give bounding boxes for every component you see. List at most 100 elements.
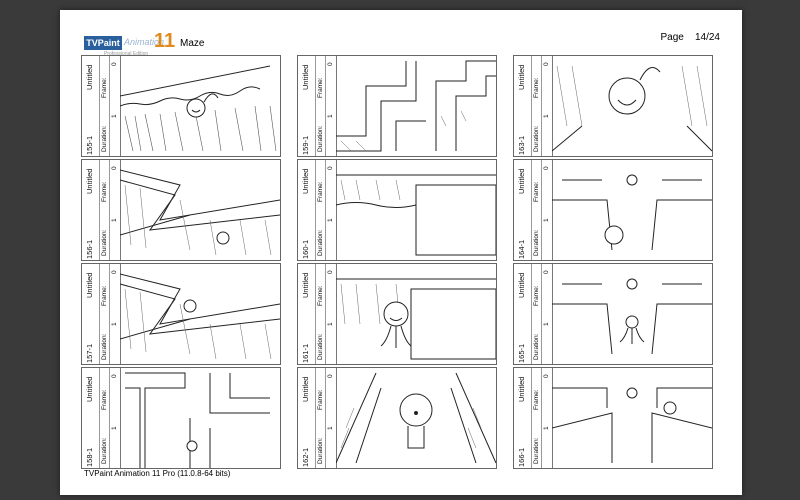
panel-drawing [552,264,712,364]
tvpaint-logo: TVPaint Animation 11 Professional Editio… [84,30,175,62]
panel-name: Untitled [301,272,310,298]
panel-drawing [336,56,496,156]
panel-info-strip: Untitled 166-1 Frame: Duration: 0 1 [514,368,553,468]
frame-label: Frame: [101,285,108,306]
frame-value: 0 [327,62,334,66]
panel-id: 166-1 [517,447,526,467]
storyboard-page: TVPaint Animation 11 Professional Editio… [60,10,742,495]
panel-drawing [120,264,280,364]
duration-value: 1 [327,426,334,430]
logo-product: Animation [124,37,165,47]
frame-value: 0 [111,374,118,378]
panel-id: 164-1 [517,239,526,259]
logo-brand: TVPaint [84,36,122,50]
duration-value: 1 [543,114,550,118]
logo-version: 11 [154,30,176,52]
panel-drawing [120,368,280,468]
duration-label: Duration: [101,333,108,360]
panel-id: 165-1 [517,343,526,363]
duration-label: Duration: [101,125,108,152]
storyboard-panel: Untitled 158-1 Frame: Duration: 0 1 [81,367,281,469]
duration-value: 1 [111,114,118,118]
frame-value: 0 [543,166,550,170]
page-label: Page [660,32,684,43]
duration-label: Duration: [101,229,108,256]
panel-drawing [120,160,280,260]
frame-value: 0 [111,62,118,66]
duration-label: Duration: [317,125,324,152]
panel-id: 158-1 [85,447,94,467]
panel-id: 162-1 [301,447,310,467]
duration-value: 1 [327,218,334,222]
panel-name: Untitled [517,64,526,90]
duration-value: 1 [111,426,118,430]
duration-label: Duration: [533,125,540,152]
frame-label: Frame: [101,389,108,410]
sketch-image [120,65,277,152]
page-value: 14/24 [694,32,720,43]
panel-drawing [552,56,712,156]
sketch-image [552,387,712,463]
sketch-image [552,174,712,251]
duration-value: 1 [111,322,118,326]
sketch-image [336,278,496,360]
panel-name: Untitled [85,168,94,194]
panel-id: 161-1 [301,343,310,363]
logo-edition: Professional Edition [104,51,149,57]
panel-name: Untitled [85,376,94,402]
frame-label: Frame: [533,389,540,410]
panel-drawing [552,368,712,468]
frame-label: Frame: [317,181,324,202]
project-title: Maze [180,38,205,49]
panel-drawing [336,264,496,364]
sketch-image [552,278,712,355]
page-number: Page 14/24 [660,32,720,43]
panel-id: 156-1 [85,239,94,259]
sketch-image [120,169,280,256]
sketch-image [336,372,496,464]
sketch-image [336,60,496,152]
panel-name: Untitled [301,64,310,90]
panel-name: Untitled [517,376,526,402]
frame-value: 0 [327,270,334,274]
frame-label: Frame: [317,389,324,410]
panel-id: 155-1 [85,135,94,155]
duration-label: Duration: [101,437,108,464]
sketch-image [120,273,280,360]
duration-label: Duration: [533,229,540,256]
panel-id: 160-1 [301,239,310,259]
duration-label: Duration: [317,333,324,360]
frame-value: 0 [543,374,550,378]
panel-info-strip: Untitled 161-1 Frame: Duration: 0 1 [298,264,337,364]
panel-info-strip: Untitled 158-1 Frame: Duration: 0 1 [82,368,121,468]
frame-label: Frame: [533,77,540,98]
frame-value: 0 [543,62,550,66]
frame-value: 0 [111,270,118,274]
duration-label: Duration: [533,437,540,464]
frame-value: 0 [327,166,334,170]
duration-value: 1 [543,426,550,430]
duration-value: 1 [327,322,334,326]
frame-value: 0 [111,166,118,170]
frame-label: Frame: [533,181,540,202]
duration-value: 1 [111,218,118,222]
panel-id: 157-1 [85,343,94,363]
frame-label: Frame: [317,285,324,306]
frame-value: 0 [543,270,550,274]
